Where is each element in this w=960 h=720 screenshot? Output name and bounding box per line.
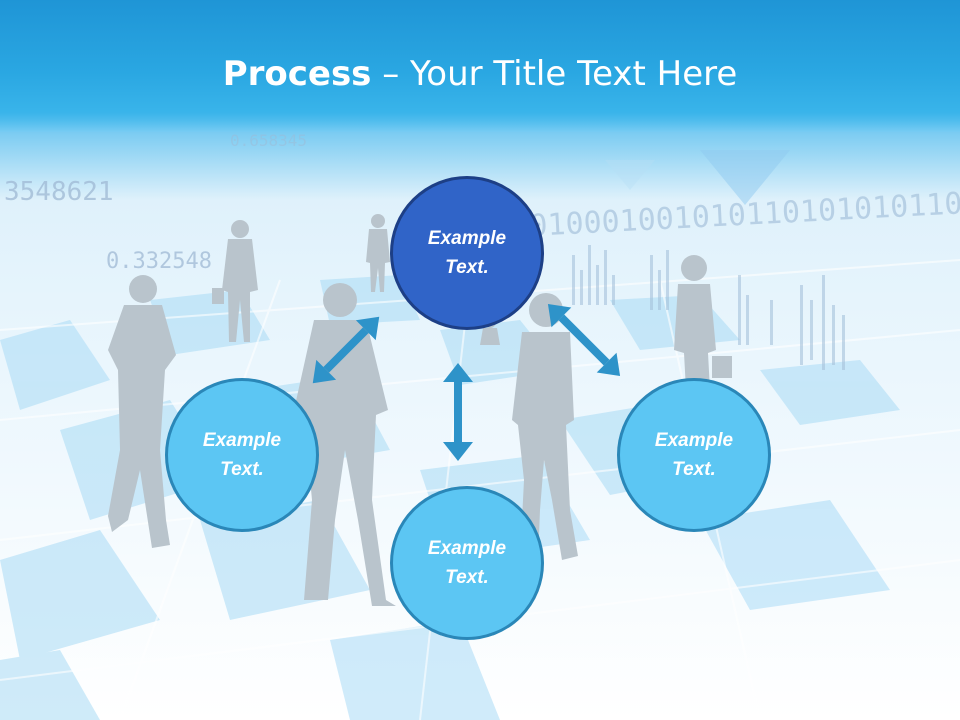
process-node-right-text: Example Text. bbox=[654, 430, 734, 480]
process-node-top[interactable]: Example Text. bbox=[390, 176, 544, 330]
process-node-left[interactable]: Example Text. bbox=[165, 378, 319, 532]
bg-number-a: 3548621 bbox=[4, 177, 114, 207]
double-arrow-icon bbox=[312, 316, 380, 384]
bg-bar-chart bbox=[572, 245, 845, 370]
person-silhouette bbox=[366, 214, 390, 292]
person-silhouette bbox=[108, 275, 176, 548]
bg-number-c: 0.658345 bbox=[230, 131, 307, 150]
process-node-right[interactable]: Example Text. bbox=[617, 378, 771, 532]
person-silhouette bbox=[674, 255, 732, 390]
person-silhouette bbox=[294, 283, 396, 606]
bg-triangle bbox=[700, 150, 790, 205]
bg-triangle bbox=[605, 160, 655, 190]
slide-title: Process – Your Title Text Here bbox=[0, 52, 960, 96]
title-bar bbox=[0, 0, 960, 132]
people-silhouettes bbox=[108, 214, 732, 606]
person-silhouette bbox=[212, 220, 258, 342]
slide-title-rest: – Your Title Text Here bbox=[371, 54, 738, 94]
process-node-bottom-text: Example Text. bbox=[427, 538, 507, 588]
process-node-top-text: Example Text. bbox=[427, 228, 507, 278]
bg-number-b: 0.332548 bbox=[106, 249, 212, 274]
slide-title-bold: Process bbox=[222, 54, 372, 94]
double-arrow-icon bbox=[443, 363, 473, 461]
double-arrow-icon bbox=[547, 303, 621, 377]
process-node-left-text: Example Text. bbox=[202, 430, 282, 480]
arrows bbox=[312, 303, 621, 461]
process-node-bottom[interactable]: Example Text. bbox=[390, 486, 544, 640]
